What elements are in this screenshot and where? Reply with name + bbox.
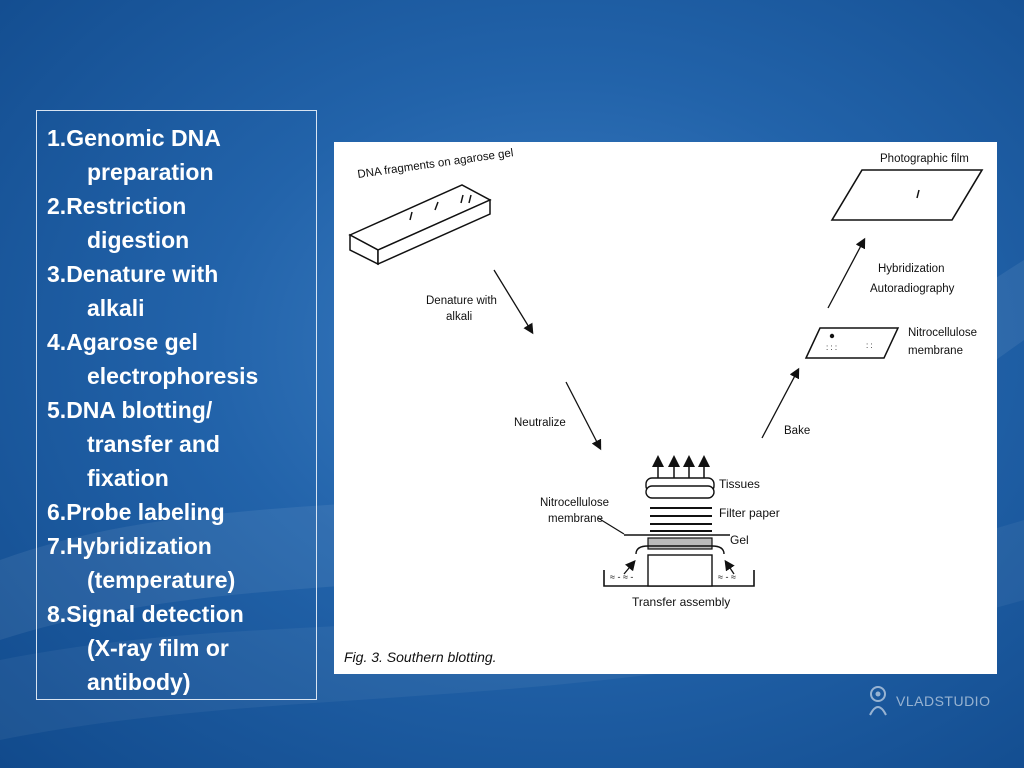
step-number: 8. [47,601,67,627]
step-text: Genomic DNA [66,125,221,151]
step-text: Probe labeling [66,499,225,525]
steps-list: 1.Genomic DNA preparation 2.Restriction dig… [36,110,317,700]
step-item: 1.Genomic DNA preparation [47,121,316,189]
step-item: 8.Signal detection (X-ray film or antibody… [47,597,316,699]
agarose-gel-slab [348,184,492,266]
svg-text:: :: : : [866,341,873,350]
step-item: 3.Denature with alkali [47,257,316,325]
nitrocellulose-membrane-drawing: : : : : : [804,327,900,359]
step-item: 7.Hybridization (temperature) [47,529,316,597]
person-icon [869,686,887,716]
step-item: 6.Probe labeling [47,495,316,529]
denature-label-line2: alkali [446,311,472,323]
step-text: Signal detection [66,601,244,627]
neutralize-label: Neutralize [514,417,566,429]
step-text-continued: transfer and [87,431,220,457]
figure-caption: Fig. 3. Southern blotting. [344,649,497,665]
hybridization-arrow [827,237,866,309]
denature-arrow [493,269,534,335]
step-text: DNA blotting/ [66,397,213,423]
vladstudio-watermark: VLADSTUDIO [866,684,990,718]
hybrid-label-line2: Autoradiography [870,283,955,295]
step-text: Denature with [66,261,219,287]
step-text-continued: fixation [87,465,169,491]
nitro-right-label-line1: Nitrocellulose [908,327,977,339]
step-text-continued: antibody) [87,669,191,695]
step-text-continued: digestion [87,227,190,253]
step-text: Hybridization [66,533,212,559]
figure-drawing: DNA fragments on agarose gel Denature wi… [344,147,984,665]
step-text-continued: preparation [87,159,214,185]
transfer-assembly-label: Transfer assembly [632,595,730,609]
step-item: 2.Restriction digestion [47,189,316,257]
photo-film-label: Photographic film [880,153,969,165]
step-item: 4.Agarose gel electrophoresis [47,325,316,393]
nitro-left-label-line1: Nitrocellulose [540,497,609,509]
step-text-continued: electrophoresis [87,363,259,389]
step-text-continued: (X-ray film or [87,635,229,661]
svg-text:: : :: : : : [826,343,837,352]
step-number: 5. [47,397,67,423]
watermark-text: VLADSTUDIO [896,693,991,709]
svg-text:≈ - ≈ -: ≈ - ≈ - [610,572,633,582]
nitro-right-label-line2: membrane [908,345,963,357]
photographic-film-drawing [830,169,984,221]
gel-label: Gel [730,533,749,547]
hybrid-label-line1: Hybridization [878,263,944,275]
bake-arrow [761,367,800,439]
step-number: 1. [47,125,67,151]
dna-gel-label: DNA fragments on agarose gel [357,147,514,181]
svg-text:≈ - ≈: ≈ - ≈ [718,572,736,582]
filter-paper-label: Filter paper [719,506,780,520]
step-text: Agarose gel [66,329,198,355]
step-text-continued: alkali [87,295,145,321]
neutralize-arrow [565,381,602,451]
denature-label-line1: Denature with [426,295,497,307]
step-text: Restriction [66,193,187,219]
bake-label: Bake [784,425,810,437]
step-number: 4. [47,329,67,355]
step-number: 7. [47,533,67,559]
nitro-left-label-line2: membrane [548,513,603,525]
transfer-assembly-drawing: ≈ - ≈ - ≈ - ≈ [597,455,755,587]
tissues-label: Tissues [719,477,760,491]
step-number: 6. [47,499,67,525]
step-number: 3. [47,261,67,287]
step-text-continued: (temperature) [87,567,236,593]
step-item: 5.DNA blotting/transfer and fixation [47,393,316,495]
step-number: 2. [47,193,67,219]
southern-blot-figure: DNA fragments on agarose gel Denature wi… [334,142,997,674]
